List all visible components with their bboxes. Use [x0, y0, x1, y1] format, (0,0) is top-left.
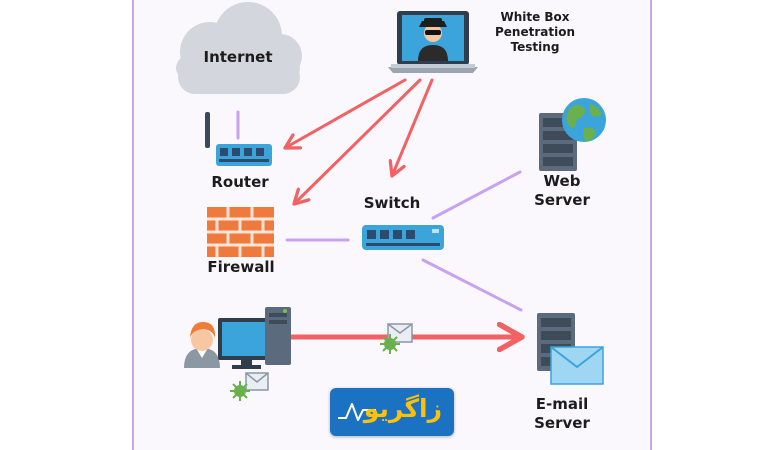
attack-arrow-router — [285, 78, 407, 148]
firewall-icon — [207, 207, 274, 257]
web-server-label-line1: Web — [543, 172, 581, 190]
hacker-label-line3: Testing — [510, 40, 560, 54]
cloud-icon — [176, 2, 302, 94]
firewall-label: Firewall — [207, 258, 275, 276]
switch-icon — [362, 225, 444, 250]
email-server-label-line2: Server — [534, 413, 590, 432]
hacker-label-line1: White Box — [500, 10, 570, 24]
web-server-label-line2: Server — [534, 190, 590, 209]
hacker-laptop-icon — [388, 11, 478, 73]
desktop-computer-icon — [218, 307, 291, 369]
email-server-label: E-mail Server — [520, 395, 604, 433]
logo-text: زاگریو — [363, 394, 442, 423]
logo-waveform-icon — [338, 403, 376, 421]
globe-icon — [562, 98, 606, 142]
connection-lines — [236, 110, 523, 312]
hacker-label-line2: Penetration — [494, 25, 575, 39]
web-server-label: Web Server — [522, 172, 602, 210]
link-switch-emailserver — [421, 258, 523, 312]
router-icon — [205, 112, 272, 166]
internet-label: Internet — [203, 48, 273, 66]
virus-icon-sender — [230, 381, 250, 401]
envelope-icon-transit — [387, 323, 413, 343]
envelope-icon-server — [550, 346, 604, 385]
switch-label: Switch — [363, 194, 421, 212]
white-box-penetration-testing-label: White Box Penetration Testing — [480, 10, 590, 55]
link-webserver-switch — [431, 170, 522, 220]
email-server-label-line1: E-mail — [535, 395, 589, 413]
user-icon — [184, 322, 220, 368]
attack-arrow-firewall — [294, 78, 422, 204]
envelope-icon-sender — [245, 372, 269, 391]
router-label: Router — [211, 173, 269, 191]
zagrio-logo: زاگریو — [330, 388, 454, 436]
virus-icon-transit — [380, 334, 400, 354]
attack-arrow-switch — [392, 78, 434, 176]
